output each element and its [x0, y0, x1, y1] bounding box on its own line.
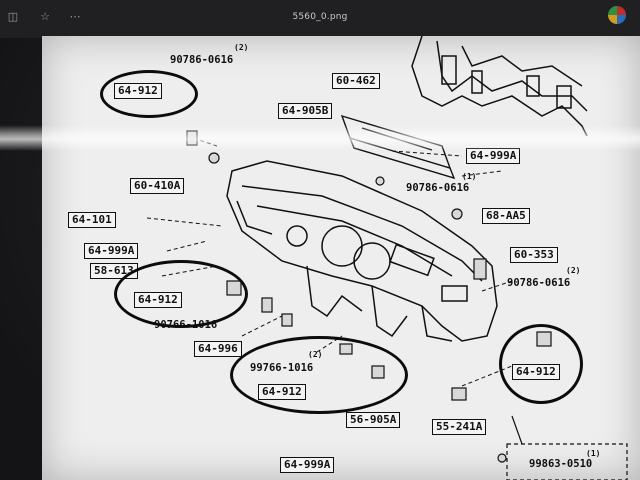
- part-label-64-996: 64-996: [194, 341, 242, 357]
- star-icon[interactable]: ☆: [40, 10, 50, 23]
- app-logo-icon: [608, 6, 626, 24]
- part-label-60-353: 60-353: [510, 247, 558, 263]
- part-label-56-905a: 56-905A: [346, 412, 401, 428]
- more-icon[interactable]: ⋯: [69, 10, 81, 23]
- part-label-64-905b: 64-905B: [278, 103, 333, 119]
- part-label-64-999a: 64-999A: [280, 457, 335, 473]
- part-label-64-101: 64-101: [68, 212, 116, 228]
- quantity-label: (2): [566, 266, 581, 275]
- part-label-64-999a: 64-999A: [466, 148, 521, 164]
- image-canvas[interactable]: 64-912 60-410A 64-101 64-999A 58-613 64-…: [42, 36, 640, 480]
- panel-icon[interactable]: ◫: [7, 10, 19, 23]
- bolt-label-90786-0616: 90786-0616: [170, 54, 234, 66]
- part-label-68-aa5: 68-AA5: [482, 208, 530, 224]
- highlight-circle: [499, 324, 583, 404]
- quantity-label: (1): [586, 449, 601, 458]
- quantity-label: (1): [462, 172, 477, 181]
- part-label-60-410a: 60-410A: [130, 178, 185, 194]
- bolt-label-90786-0616: 90786-0616: [507, 277, 571, 289]
- window-title: 5560_0.png: [292, 12, 348, 22]
- highlight-circle: [230, 336, 408, 414]
- quantity-label: (2): [234, 43, 249, 52]
- part-label-64-999a: 64-999A: [84, 243, 139, 259]
- bolt-label-90786-0616: 90786-0616: [406, 182, 470, 194]
- viewer-titlebar: ◫ ☆ ⋯ 5560_0.png: [0, 0, 640, 38]
- part-label-55-241a: 55-241A: [432, 419, 487, 435]
- highlight-circle: [114, 260, 248, 328]
- highlight-circle: [100, 70, 198, 118]
- part-label-60-462: 60-462: [332, 73, 380, 89]
- bolt-label-99863-0510: 99863-0510: [529, 458, 593, 470]
